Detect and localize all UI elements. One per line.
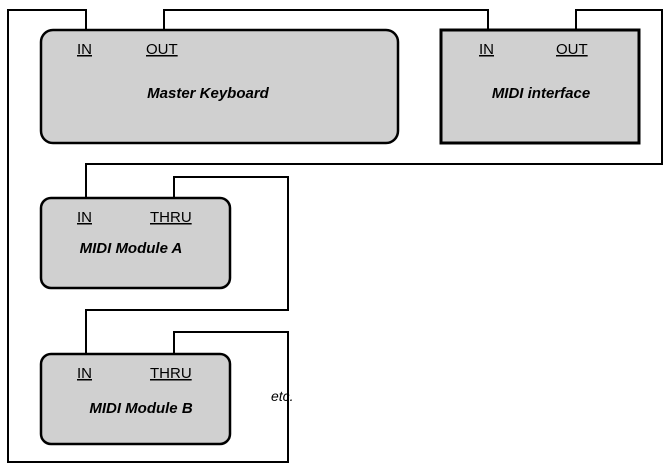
midi-module-b-in-port: IN [77,365,92,382]
midi-interface-box [439,28,641,145]
master-keyboard-label: Master Keyboard [147,85,270,102]
midi-module-a-in-port: IN [77,209,92,226]
master-keyboard-box [39,28,400,145]
midi-module-b-device: IN THRU MIDI Module B [39,352,232,446]
etc-note: etc. [271,388,294,404]
midi-interface-device: IN OUT MIDI interface [439,28,641,145]
midi-module-a-box [39,196,232,290]
midi-module-a-device: IN THRU MIDI Module A [39,196,232,290]
wire-module-a-thru-to-module-b-in [85,176,289,355]
midi-interface-label: MIDI interface [492,85,590,102]
midi-module-b-thru-port: THRU [150,365,192,382]
midi-module-a-thru-port: THRU [150,209,192,226]
midi-module-a-label: MIDI Module A [80,240,183,257]
master-keyboard-out-port: OUT [146,41,178,58]
midi-module-b-box [39,352,232,446]
master-keyboard-in-port: IN [77,41,92,58]
connection-wires [7,9,663,463]
wire-interface-out-to-module-a-in [85,9,663,199]
wire-module-b-thru-to-keyboard-in [7,9,289,463]
wire-keyboard-out-to-interface-in [163,9,489,31]
master-keyboard-device: IN OUT Master Keyboard [39,28,400,145]
midi-module-b-label: MIDI Module B [89,400,192,417]
midi-interface-in-port: IN [479,41,494,58]
midi-interface-out-port: OUT [556,41,588,58]
